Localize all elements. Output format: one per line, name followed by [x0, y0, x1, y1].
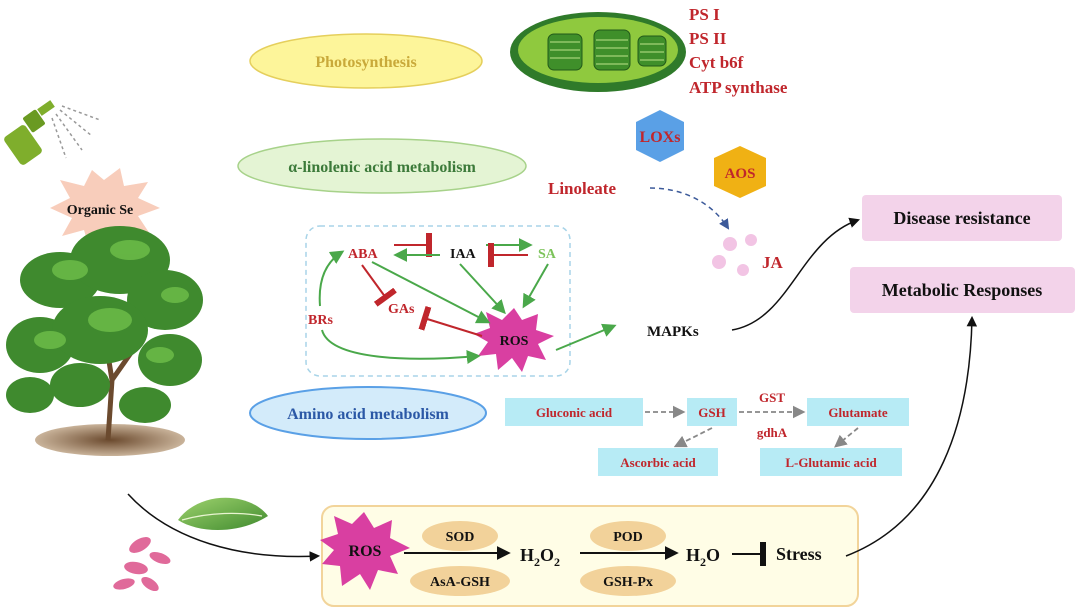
leaf-icon: [178, 497, 268, 531]
gluconic-acid-box: [505, 398, 643, 426]
l-glutamic-acid-label: L-Glutamic acid: [785, 455, 877, 470]
amino-acid-label: Amino acid metabolism: [287, 406, 449, 423]
alpha-linolenic-oval: [237, 138, 527, 194]
ps1-label: PS I: [689, 5, 720, 24]
sod-label: SOD: [446, 530, 475, 545]
iaa-label: IAA: [450, 247, 477, 262]
mapks-label: MAPKs: [647, 324, 699, 340]
gsh-px-label: GSH-Px: [603, 575, 653, 590]
plant-to-ros-arrow: [127, 493, 321, 562]
atp-synthase-label: ATP synthase: [689, 78, 788, 97]
gdha-label: gdhA: [757, 425, 788, 440]
glutamate-to-l-glutamic-arrow: [834, 427, 859, 448]
linoleate-label: Linoleate: [548, 179, 616, 198]
metabolic-responses-label: Metabolic Responses: [882, 280, 1043, 300]
ascorbic-acid-label: Ascorbic acid: [620, 455, 696, 470]
pod-oval: [590, 521, 666, 551]
petals-icon: [113, 537, 171, 592]
photosynthesis-oval: [249, 33, 483, 89]
ascorbic-acid-box: [598, 448, 718, 476]
amino-acid-oval: [249, 386, 487, 440]
linoleate-to-ja-arrow: [649, 187, 730, 230]
iaa-to-ros-arrow: [459, 263, 506, 315]
sa-label: SA: [538, 247, 557, 262]
ros-to-mapks-arrow: [555, 323, 617, 351]
photosynthesis-label: Photosynthesis: [315, 54, 416, 71]
loxs-label: LOXs: [640, 129, 681, 146]
ja-molecule-icon: [712, 234, 757, 276]
ros-inhibits-gas: [418, 305, 483, 337]
loxs-hexagon: [636, 110, 684, 162]
ros-bottom-label: ROS: [349, 543, 382, 560]
gluconic-acid-label: Gluconic acid: [536, 405, 613, 420]
cytb6f-label: Cyt b6f: [689, 53, 744, 72]
aos-hexagon: [714, 146, 766, 198]
h2o-label: H2O: [686, 545, 720, 569]
alpha-linolenic-label: α-linolenic acid metabolism: [288, 159, 476, 176]
gsh-label: GSH: [698, 405, 725, 420]
ja-label: JA: [762, 253, 784, 272]
h2o2-label: H2O2: [520, 545, 560, 569]
gsh-px-oval: [580, 566, 676, 596]
gas-label: GAs: [388, 302, 415, 317]
sa-to-ros-arrow: [522, 263, 549, 309]
organic-se-label: Organic Se: [67, 203, 134, 218]
asa-gsh-label: AsA-GSH: [430, 575, 490, 590]
tree-plant-icon: [6, 226, 203, 456]
glutamate-label: Glutamate: [828, 405, 887, 420]
glutamate-box: [807, 398, 909, 426]
gst-label: GST: [759, 390, 785, 405]
spray-bottle-icon: [4, 100, 101, 165]
aba-to-ros-arrow: [371, 261, 491, 324]
ros-center-burst: [474, 308, 554, 372]
ps2-label: PS II: [689, 29, 727, 48]
brs-to-ros-arrow: [321, 329, 481, 364]
aos-label: AOS: [725, 166, 756, 182]
ros-center-label: ROS: [500, 334, 529, 349]
sod-oval: [422, 521, 498, 551]
pod-label: POD: [613, 530, 643, 545]
metabolic-responses-box: [850, 267, 1075, 313]
mapks-to-disease-resistance-arrow: [731, 217, 860, 331]
ros-bottom-burst: [320, 512, 410, 590]
disease-resistance-box: [862, 195, 1062, 241]
aba-inhibits-gas: [361, 264, 397, 307]
l-glutamic-acid-box: [760, 448, 902, 476]
chloroplast-icon: [510, 12, 686, 92]
disease-resistance-label: Disease resistance: [893, 208, 1030, 228]
stress-to-metabolic-responses-arrow: [845, 315, 978, 557]
stress-label: Stress: [776, 544, 822, 564]
asa-gsh-oval: [410, 566, 510, 596]
brs-label: BRs: [308, 313, 333, 328]
aba-label: ABA: [348, 247, 378, 262]
gsh-box: [687, 398, 737, 426]
hormone-network-box: [305, 225, 571, 377]
gsh-to-ascorbic-arrow: [673, 427, 713, 448]
brs-to-aba-arrow: [318, 250, 345, 307]
